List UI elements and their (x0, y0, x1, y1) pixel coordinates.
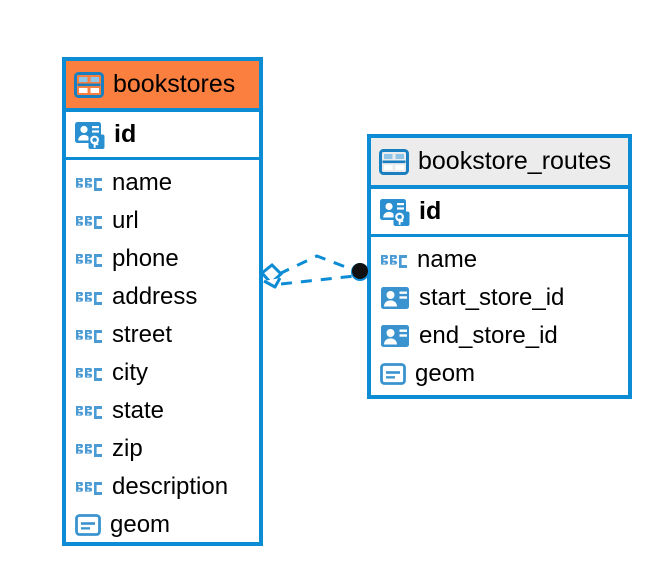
column-row[interactable]: name (371, 241, 628, 279)
column-label: zip (112, 435, 143, 462)
column-label: street (112, 321, 173, 348)
column-row[interactable]: street (66, 316, 259, 354)
column-label: city (112, 359, 148, 386)
abc-text-icon (75, 402, 103, 420)
column-row[interactable]: end_store_id (371, 317, 628, 355)
column-row[interactable]: phone (66, 240, 259, 278)
entity-title: bookstores (113, 70, 236, 98)
column-label: url (112, 207, 139, 234)
abc-text-icon (75, 478, 103, 496)
column-row[interactable]: city (66, 354, 259, 392)
column-list-bookstores: name url phone address street city state zip des… (66, 160, 259, 544)
primary-key-row[interactable]: id (371, 189, 628, 237)
entity-header-bookstores[interactable]: bookstores (66, 61, 259, 112)
entity-title: bookstore_routes (418, 147, 612, 175)
entity-table-bookstores[interactable]: bookstores id name url phone address street c… (62, 57, 263, 546)
column-row[interactable]: address (66, 278, 259, 316)
column-row[interactable]: geom (66, 506, 259, 544)
column-row[interactable]: start_store_id (371, 279, 628, 317)
column-row[interactable]: state (66, 392, 259, 430)
column-row[interactable]: url (66, 202, 259, 240)
column-label: name (112, 169, 173, 196)
table-icon (74, 70, 104, 100)
abc-text-icon (75, 174, 103, 192)
abc-text-icon (75, 364, 103, 382)
column-label: geom (415, 360, 476, 387)
geometry-icon (380, 362, 406, 386)
column-label: end_store_id (419, 322, 558, 349)
diamond-endpoint[interactable] (259, 262, 284, 289)
primary-key-label: id (419, 197, 442, 225)
abc-text-icon (75, 250, 103, 268)
relationship-connector[interactable] (255, 240, 380, 320)
relationship-line-lower (280, 274, 356, 286)
column-row[interactable]: description (66, 468, 259, 506)
filled-circle-endpoint[interactable] (351, 263, 369, 281)
abc-text-icon (75, 326, 103, 344)
abc-text-icon (380, 251, 408, 269)
column-label: geom (110, 511, 171, 538)
table-icon (379, 147, 409, 177)
primary-key-icon (74, 120, 106, 150)
geometry-icon (75, 513, 101, 537)
primary-key-icon (379, 197, 411, 227)
abc-text-icon (75, 288, 103, 306)
column-row[interactable]: name (66, 164, 259, 202)
column-label: phone (112, 245, 179, 272)
abc-text-icon (75, 212, 103, 230)
foreign-key-icon (380, 285, 410, 311)
column-row[interactable]: geom (371, 355, 628, 393)
column-label: description (112, 473, 229, 500)
foreign-key-icon (380, 323, 410, 349)
relationship-line-upper (278, 254, 357, 276)
column-label: start_store_id (419, 284, 565, 311)
entity-header-bookstore-routes[interactable]: bookstore_routes (371, 138, 628, 189)
primary-key-row[interactable]: id (66, 112, 259, 160)
abc-text-icon (75, 440, 103, 458)
primary-key-label: id (114, 120, 137, 148)
column-row[interactable]: zip (66, 430, 259, 468)
column-label: state (112, 397, 165, 424)
column-label: name (417, 246, 478, 273)
column-label: address (112, 283, 198, 310)
